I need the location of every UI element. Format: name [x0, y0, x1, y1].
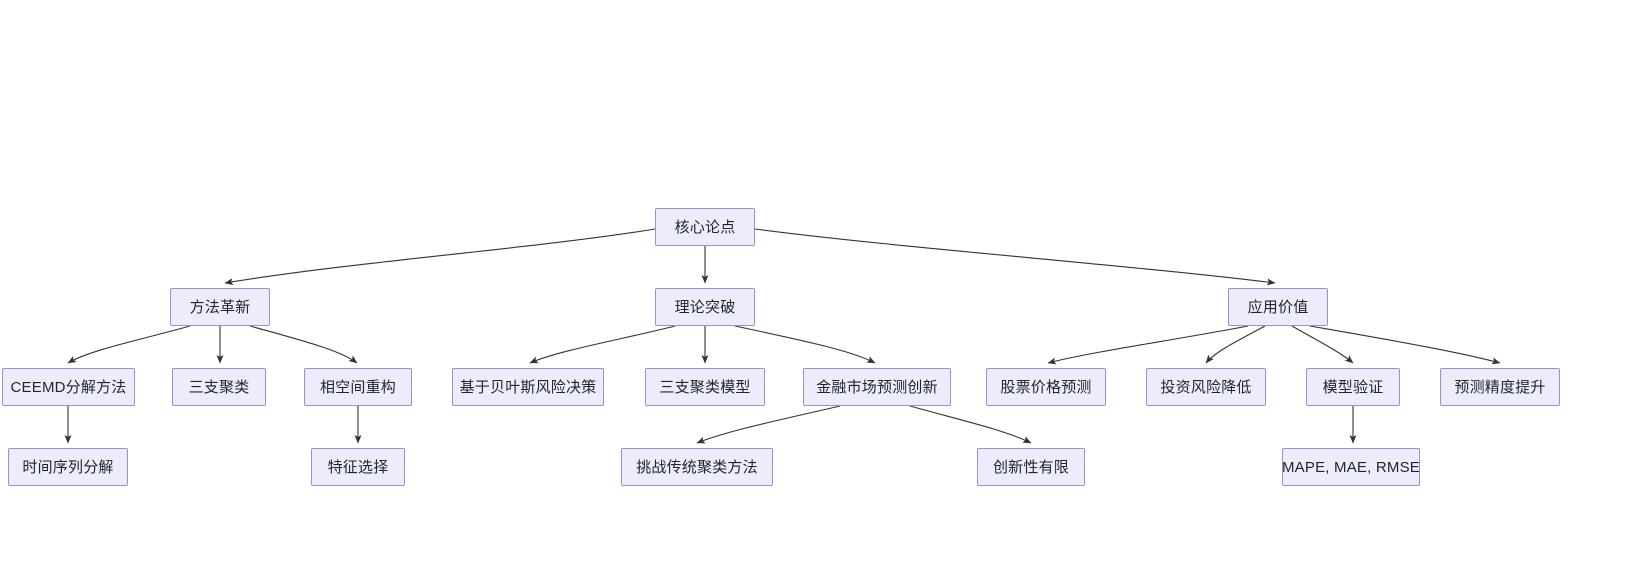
edge-method-to-ceemd	[67, 325, 191, 364]
node-label-ceemd: CEEMD分解方法	[10, 378, 127, 396]
node-label-finance: 金融市场预测创新	[816, 378, 938, 396]
node-three-way[interactable]: 三支聚类	[172, 368, 266, 406]
node-validate[interactable]: 模型验证	[1306, 368, 1400, 406]
node-label-three-way: 三支聚类	[188, 378, 250, 396]
node-ceemd[interactable]: CEEMD分解方法	[2, 368, 135, 406]
node-label-risk: 投资风险降低	[1160, 378, 1252, 396]
node-limited[interactable]: 创新性有限	[977, 448, 1085, 486]
edge-theory-to-bayes	[529, 325, 676, 364]
node-stock[interactable]: 股票价格预测	[986, 368, 1106, 406]
node-risk[interactable]: 投资风险降低	[1146, 368, 1266, 406]
node-label-metrics: MAPE, MAE, RMSE	[1281, 458, 1421, 476]
node-label-application: 应用价值	[1247, 298, 1309, 316]
node-label-decompose: 时间序列分解	[22, 458, 114, 476]
edge-application-to-stock	[1047, 325, 1249, 365]
edge-application-to-risk	[1205, 325, 1266, 364]
node-label-feature: 特征选择	[327, 458, 389, 476]
node-label-limited: 创新性有限	[992, 458, 1069, 476]
node-label-method: 方法革新	[189, 298, 251, 316]
edges-group	[64, 228, 1501, 444]
node-label-tw-model: 三支聚类模型	[659, 378, 751, 396]
node-feature[interactable]: 特征选择	[311, 448, 405, 486]
edge-method-to-phase	[249, 325, 358, 364]
node-tw-model[interactable]: 三支聚类模型	[645, 368, 765, 406]
edge-root-to-application	[754, 228, 1276, 286]
edge-finance-to-limited	[909, 405, 1032, 444]
node-label-bayes: 基于贝叶斯风险决策	[459, 378, 597, 396]
node-decompose[interactable]: 时间序列分解	[8, 448, 128, 486]
node-method[interactable]: 方法革新	[170, 288, 270, 326]
node-label-challenge: 挑战传统聚类方法	[636, 458, 758, 476]
node-bayes[interactable]: 基于贝叶斯风险决策	[452, 368, 604, 406]
node-label-theory: 理论突破	[674, 298, 736, 316]
edge-application-to-validate	[1291, 325, 1354, 364]
node-phase[interactable]: 相空间重构	[304, 368, 412, 406]
node-root[interactable]: 核心论点	[655, 208, 755, 246]
node-theory[interactable]: 理论突破	[655, 288, 755, 326]
node-label-root: 核心论点	[674, 218, 736, 236]
node-application[interactable]: 应用价值	[1228, 288, 1328, 326]
node-metrics[interactable]: MAPE, MAE, RMSE	[1282, 448, 1420, 486]
node-accuracy[interactable]: 预测精度提升	[1440, 368, 1560, 406]
edge-root-to-method	[224, 228, 656, 286]
node-label-accuracy: 预测精度提升	[1454, 378, 1546, 396]
node-label-phase: 相空间重构	[319, 378, 396, 396]
node-label-validate: 模型验证	[1322, 378, 1384, 396]
edge-theory-to-finance	[734, 325, 876, 364]
node-finance[interactable]: 金融市场预测创新	[803, 368, 951, 406]
node-label-stock: 股票价格预测	[1000, 378, 1092, 396]
edge-application-to-accuracy	[1309, 325, 1501, 365]
edge-finance-to-challenge	[696, 405, 841, 444]
node-challenge[interactable]: 挑战传统聚类方法	[621, 448, 773, 486]
